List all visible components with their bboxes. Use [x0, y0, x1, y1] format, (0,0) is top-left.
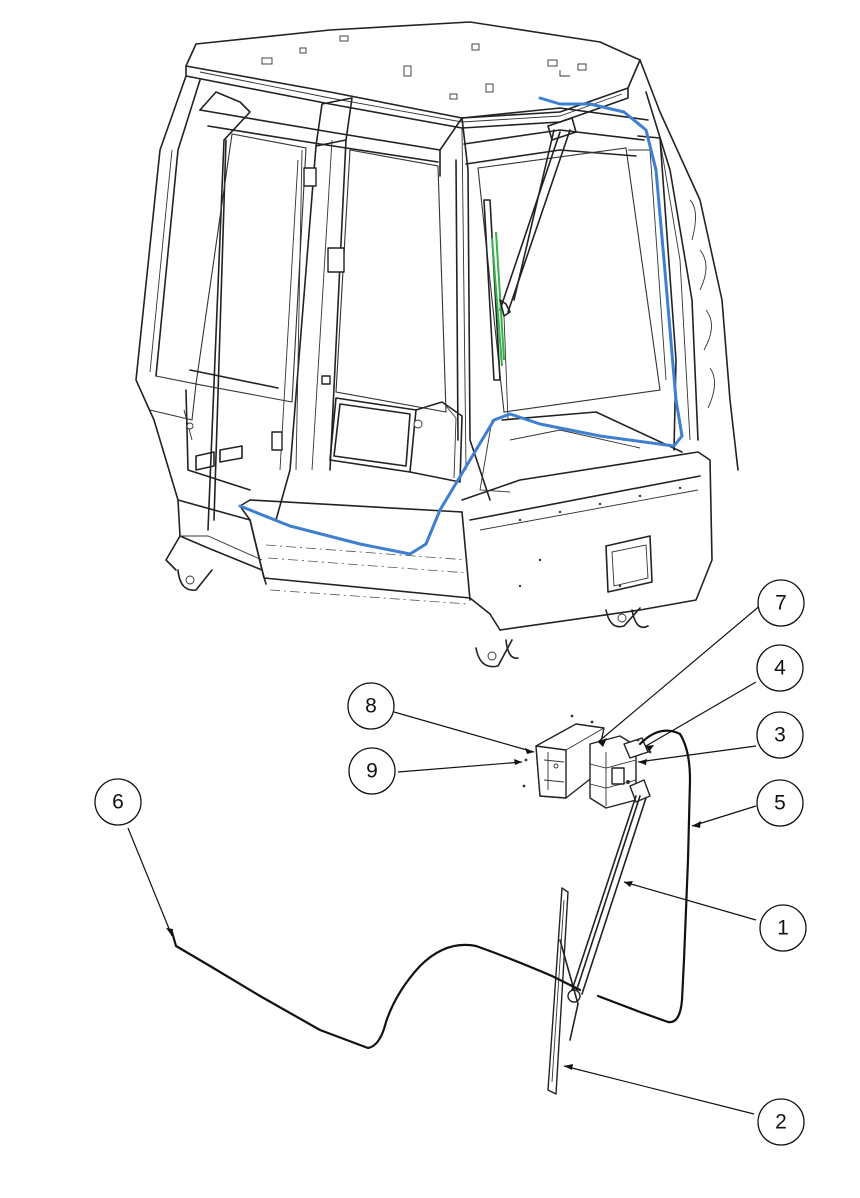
part-2-wiper-blade [547, 887, 579, 1095]
part-6-harness-cable [170, 930, 582, 1050]
balloon-1-label: 1 [777, 917, 789, 940]
balloon-8-label: 8 [365, 695, 377, 718]
balloon-3: 3 [756, 711, 804, 759]
balloon-6-label: 6 [112, 791, 124, 814]
cab-roof [185, 21, 641, 129]
operator-cab [135, 21, 739, 668]
balloon-6: 6 [94, 778, 142, 826]
cab-wiring-harness-route [238, 96, 684, 556]
balloon-7: 7 [757, 579, 805, 627]
balloon-4-label: 4 [774, 657, 786, 680]
balloon-2-label: 2 [775, 1111, 787, 1134]
balloon-8: 8 [347, 682, 395, 730]
balloon-2: 2 [757, 1098, 805, 1146]
cab-door [271, 149, 463, 483]
installed-wiper-assembly [483, 117, 577, 421]
part-5-motor-cable [596, 729, 692, 1024]
balloon-1: 1 [759, 904, 807, 952]
exploded-parts [170, 714, 692, 1095]
balloon-5: 5 [756, 779, 804, 827]
balloon-9: 9 [348, 747, 396, 795]
balloon-7-label: 7 [775, 592, 787, 615]
balloon-3-label: 3 [774, 724, 786, 747]
balloon-4: 4 [756, 644, 804, 692]
part-8-cover-plate [522, 714, 605, 799]
balloon-9-label: 9 [366, 760, 378, 783]
cab-lower-body [153, 369, 713, 668]
callout-leaders [127, 603, 763, 1115]
balloon-5-label: 5 [774, 792, 786, 815]
part-1-wiper-arm [567, 779, 651, 1003]
cab-glazing [149, 133, 661, 421]
